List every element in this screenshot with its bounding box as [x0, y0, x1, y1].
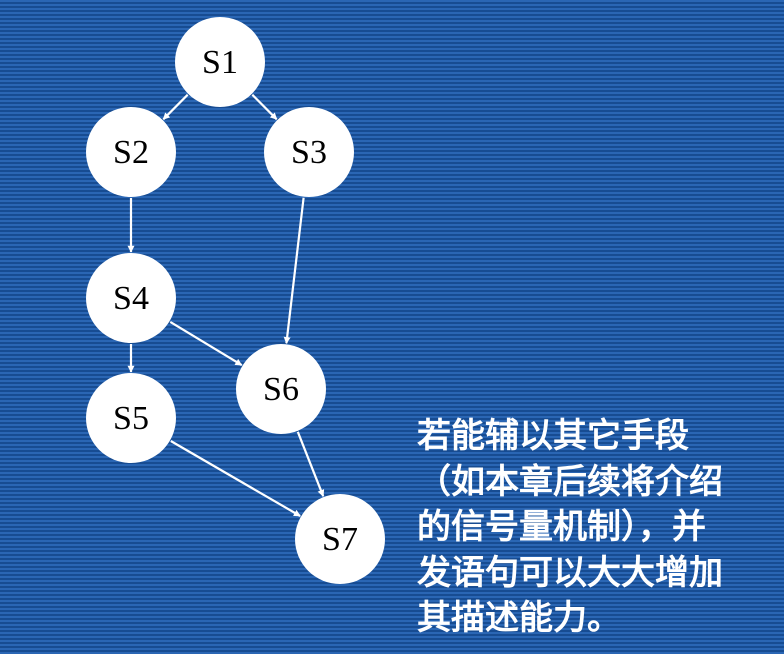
node-label: S7: [322, 521, 358, 558]
edge-s1-s3: [251, 93, 278, 121]
edge-s3-s6: [283, 197, 305, 344]
node-label: S2: [113, 134, 149, 171]
node-label: S4: [113, 280, 149, 317]
node-label: S3: [291, 134, 327, 171]
node-s5: S5: [86, 373, 176, 463]
node-s1: S1: [175, 17, 265, 107]
edge-s5-s7: [170, 440, 301, 517]
node-s2: S2: [86, 107, 176, 197]
node-circle: [86, 373, 176, 463]
edge-s4-s6: [169, 320, 243, 367]
caption-line: 其描述能力。: [417, 598, 621, 638]
caption-line: 若能辅以其它手段: [417, 416, 689, 456]
node-s6: S6: [236, 344, 326, 434]
caption-line: （如本章后续将介绍: [417, 461, 723, 502]
node-s3: S3: [264, 107, 354, 197]
node-label: S6: [263, 371, 299, 408]
node-circle: [175, 17, 265, 107]
caption-line: 发语句可以大大增加: [417, 552, 723, 593]
caption-text: 若能辅以其它手段 （如本章后续将介绍 的信号量机制），并 发语句可以大大增加 其…: [417, 414, 777, 642]
edge-s1-s2: [162, 93, 189, 121]
node-circle: [86, 253, 176, 343]
node-circle: [86, 107, 176, 197]
node-circle: [264, 107, 354, 197]
node-circle: [236, 344, 326, 434]
caption-line: 的信号量机制），并: [417, 507, 706, 547]
edge-s6-s7: [296, 431, 325, 497]
node-label: S5: [113, 400, 149, 437]
node-circle: [295, 494, 385, 584]
node-label: S1: [202, 44, 238, 81]
node-s4: S4: [86, 253, 176, 343]
node-s7: S7: [295, 494, 385, 584]
